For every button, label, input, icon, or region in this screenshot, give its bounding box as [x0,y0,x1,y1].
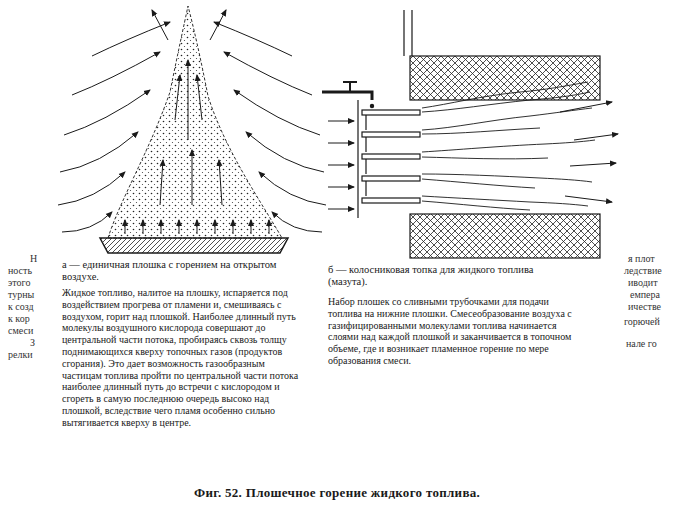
background-text-fragment: турны [8,289,34,301]
sub-caption: а — единичная плошка с горением на откры… [62,259,302,284]
background-text-fragment: к кор [8,313,30,325]
sub-caption: б — колосниковая топка для жидкого топли… [328,264,573,289]
caption-body: Набор плошек со сливными трубочками для … [328,296,578,367]
figure-caption: Фиг. 52. Плошечное горение жидкого топли… [0,485,674,500]
background-text-fragment: к созд [8,301,34,313]
background-text-fragment: иводит [628,277,658,289]
background-text-fragment: релки [8,349,33,361]
background-text-fragment: ледствие [624,265,662,277]
caption-body: Жидкое топливо, налитое на плошку, испар… [62,287,300,429]
background-text-fragment: горючей [624,316,660,328]
background-text-fragment: емпера [630,289,660,301]
background-text-fragment: ность [8,265,32,277]
background-text-fragment: ичестве [628,301,661,313]
background-text-fragment: нале го [626,338,657,350]
furnace-figure [322,10,618,258]
background-text-fragment: Н [30,253,37,265]
background-text-fragment: этого [8,277,30,289]
background-text-fragment: З [30,337,35,349]
background-text-fragment: я плот [628,253,655,265]
flame-figure [58,6,326,253]
background-text-fragment: смеси [8,325,33,337]
